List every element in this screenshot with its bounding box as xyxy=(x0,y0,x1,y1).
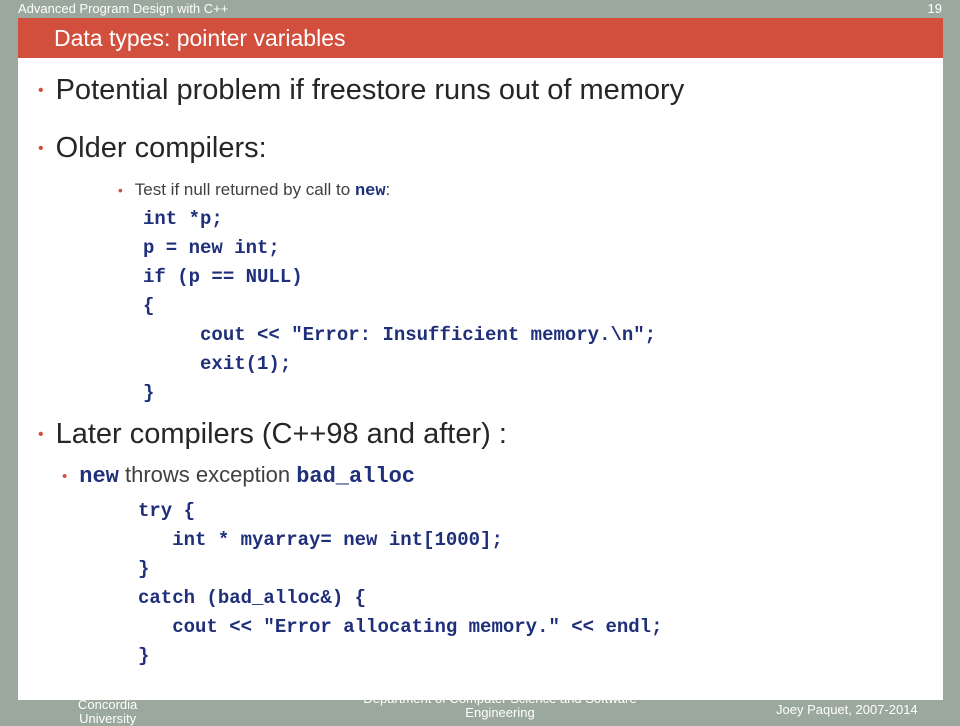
sub-bullet-text: Test if null returned by call to xyxy=(134,180,355,199)
inline-code-new: new xyxy=(79,464,119,489)
code-line: p = new int; xyxy=(143,237,280,259)
slide-content: • Potential problem if freestore runs out… xyxy=(18,58,943,700)
slide-title: Data types: pointer variables xyxy=(54,25,346,51)
sub-bullet-test-null: • Test if null returned by call to new: xyxy=(118,180,390,201)
code-line: { xyxy=(143,295,155,317)
bullet-text: Potential problem if freestore runs out … xyxy=(55,74,685,106)
bullet-dot: • xyxy=(62,467,68,485)
code-line: int * myarray= new int[1000]; xyxy=(138,529,503,551)
bullet-dot: • xyxy=(38,82,44,100)
sub-bullet-suffix: : xyxy=(385,180,391,199)
bullet-dot: • xyxy=(38,140,44,158)
code-line: try { xyxy=(138,500,196,522)
code-line: } xyxy=(138,645,150,667)
bullet-freestore: • Potential problem if freestore runs out… xyxy=(38,74,684,107)
code-line: cout << "Error allocating memory." << en… xyxy=(138,616,663,638)
code-line: exit(1); xyxy=(143,353,292,375)
code-line: if (p == NULL) xyxy=(143,266,303,288)
sub-bullet-text: throws exception xyxy=(118,462,297,487)
title-bar: Data types: pointer variables xyxy=(18,18,943,58)
course-label: Advanced Program Design with C++ xyxy=(18,1,229,16)
footer-center: Department of Computer Science and Softw… xyxy=(363,691,637,720)
code-line: } xyxy=(143,382,155,404)
bullet-older-compilers: • Older compilers: xyxy=(38,132,267,165)
code-line: cout << "Error: Insufficient memory.\n"; xyxy=(143,324,657,346)
bullet-text: Older compilers: xyxy=(55,132,267,164)
bullet-dot: • xyxy=(118,183,123,199)
bullet-dot: • xyxy=(38,426,44,444)
footer-left: Concordia University xyxy=(78,697,138,726)
code-line: } xyxy=(138,558,150,580)
bullet-text: Later compilers (C++98 and after) : xyxy=(55,418,507,450)
code-line: catch (bad_alloc&) { xyxy=(138,587,367,609)
inline-code-new: new xyxy=(354,182,386,201)
footer-right: Joey Paquet, 2007-2014 xyxy=(776,702,918,717)
sub-bullet-bad-alloc: • new throws exception bad_alloc xyxy=(62,462,415,489)
inline-code-bad-alloc: bad_alloc xyxy=(296,464,416,489)
bullet-later-compilers: • Later compilers (C++98 and after) : xyxy=(38,418,507,451)
slide-number: 19 xyxy=(927,1,942,16)
code-line: int *p; xyxy=(143,208,223,230)
